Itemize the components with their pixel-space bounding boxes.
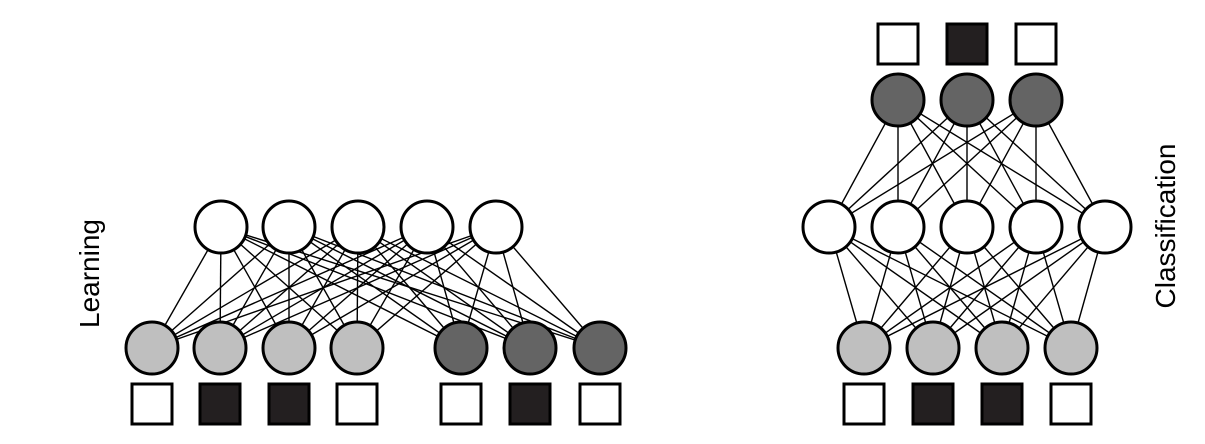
input-pattern-square (130, 382, 174, 426)
connection-line (863, 226, 1106, 349)
connection-line (151, 226, 428, 349)
input-unit (261, 320, 317, 376)
hidden-unit (468, 199, 524, 255)
input-pattern-square (439, 382, 483, 426)
hidden-unit (399, 199, 455, 255)
connection-line (288, 226, 462, 349)
hidden-unit (193, 199, 249, 255)
output-unit (939, 72, 995, 128)
input-unit (974, 320, 1030, 376)
connection-line (828, 99, 1037, 228)
classification-label: Classification (1150, 143, 1181, 309)
hidden-unit (261, 199, 317, 255)
learning-network (124, 199, 628, 426)
connection-line (151, 226, 290, 349)
input-pattern-square (911, 382, 955, 426)
input-unit (572, 320, 628, 376)
input-unit (329, 320, 385, 376)
hidden-unit (1008, 199, 1064, 255)
input-unit (433, 320, 489, 376)
classification-network (801, 22, 1133, 426)
connection-line (863, 226, 1037, 349)
input-unit (836, 320, 892, 376)
input-unit (905, 320, 961, 376)
input-pattern-square (980, 382, 1024, 426)
output-unit (1008, 72, 1064, 128)
connection-line (220, 226, 462, 349)
output-pattern-square (876, 22, 920, 66)
input-pattern-square (267, 382, 311, 426)
connection-line (932, 226, 1106, 349)
hidden-unit (801, 199, 857, 255)
input-pattern-square (508, 382, 552, 426)
input-unit (502, 320, 558, 376)
input-unit (1043, 320, 1099, 376)
hidden-unit (1077, 199, 1133, 255)
output-pattern-square (945, 22, 989, 66)
hidden-unit (330, 199, 386, 255)
connection-line (356, 226, 497, 349)
connection-line (828, 99, 968, 228)
connection-line (151, 226, 359, 349)
output-pattern-square (1014, 22, 1058, 66)
input-unit (124, 320, 180, 376)
hidden-unit (939, 199, 995, 255)
input-pattern-square (1049, 382, 1093, 426)
learning-label: Learning (74, 219, 105, 328)
input-pattern-square (842, 382, 886, 426)
input-pattern-square (198, 382, 242, 426)
connection-line (897, 99, 1037, 228)
input-pattern-square (335, 382, 379, 426)
connection-line (219, 226, 497, 349)
connection-line (288, 226, 497, 349)
input-unit (192, 320, 248, 376)
output-unit (870, 72, 926, 128)
input-pattern-square (578, 382, 622, 426)
hidden-unit (870, 199, 926, 255)
